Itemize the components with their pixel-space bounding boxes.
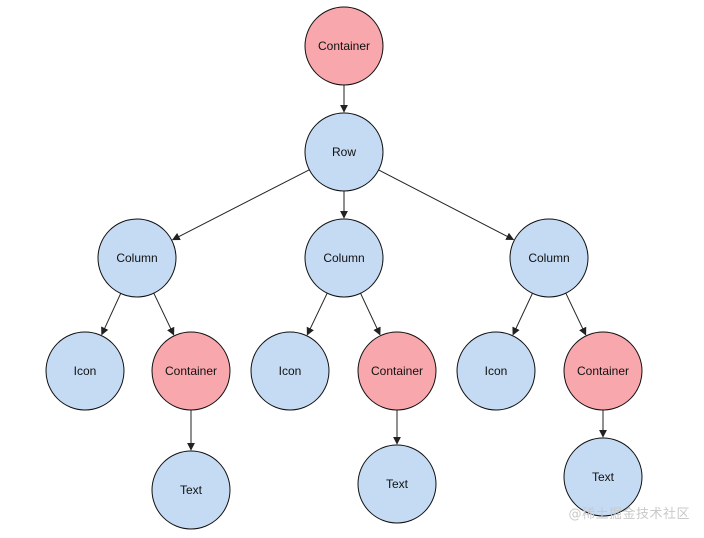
node-cont1: Container bbox=[151, 331, 231, 411]
node-label-col3: Column bbox=[528, 251, 569, 265]
node-label-cont1: Container bbox=[165, 364, 217, 378]
edges-layer bbox=[101, 85, 607, 451]
node-circle-col1 bbox=[97, 218, 177, 298]
node-circle-icon3 bbox=[456, 331, 536, 411]
node-label-text3: Text bbox=[592, 470, 615, 484]
node-circle-col3 bbox=[509, 218, 589, 298]
node-cont2: Container bbox=[357, 331, 437, 411]
node-text3: Text bbox=[563, 437, 643, 517]
node-circle-root bbox=[304, 6, 384, 86]
node-circle-text1 bbox=[151, 450, 231, 530]
node-col3: Column bbox=[509, 218, 589, 298]
node-row: Row bbox=[304, 112, 384, 192]
edge-col2-to-icon2 bbox=[306, 292, 328, 336]
node-circle-text3 bbox=[563, 437, 643, 517]
node-label-cont3: Container bbox=[577, 364, 629, 378]
edge-col1-to-icon1 bbox=[101, 293, 122, 336]
node-circle-cont2 bbox=[357, 331, 437, 411]
node-circle-col2 bbox=[304, 218, 384, 298]
node-icon2: Icon bbox=[250, 331, 330, 411]
watermark-text: @稀土掘金技术社区 bbox=[568, 507, 690, 522]
node-icon3: Icon bbox=[456, 331, 536, 411]
node-circle-cont3 bbox=[563, 331, 643, 411]
node-label-text1: Text bbox=[180, 483, 203, 497]
node-label-icon2: Icon bbox=[279, 364, 302, 378]
node-label-text2: Text bbox=[386, 477, 409, 491]
node-circle-text2 bbox=[357, 444, 437, 524]
node-text1: Text bbox=[151, 450, 231, 530]
node-circle-icon1 bbox=[45, 331, 125, 411]
node-cont3: Container bbox=[563, 331, 643, 411]
edge-col3-to-cont3 bbox=[565, 292, 587, 336]
edge-col1-to-cont1 bbox=[153, 292, 175, 336]
node-label-cont2: Container bbox=[371, 364, 423, 378]
edge-row-to-col3 bbox=[378, 169, 515, 241]
node-label-root: Container bbox=[318, 39, 370, 53]
node-text2: Text bbox=[357, 444, 437, 524]
node-circle-icon2 bbox=[250, 331, 330, 411]
node-label-icon3: Icon bbox=[485, 364, 508, 378]
node-col2: Column bbox=[304, 218, 384, 298]
edge-row-to-col1 bbox=[171, 169, 310, 241]
node-circle-row bbox=[304, 112, 384, 192]
node-label-col2: Column bbox=[323, 251, 364, 265]
node-circle-cont1 bbox=[151, 331, 231, 411]
edge-col2-to-cont2 bbox=[360, 293, 381, 336]
node-col1: Column bbox=[97, 218, 177, 298]
node-label-row: Row bbox=[332, 145, 356, 159]
node-root: Container bbox=[304, 6, 384, 86]
node-label-col1: Column bbox=[116, 251, 157, 265]
node-label-icon1: Icon bbox=[74, 364, 97, 378]
node-icon1: Icon bbox=[45, 331, 125, 411]
edge-col3-to-icon3 bbox=[512, 293, 533, 336]
